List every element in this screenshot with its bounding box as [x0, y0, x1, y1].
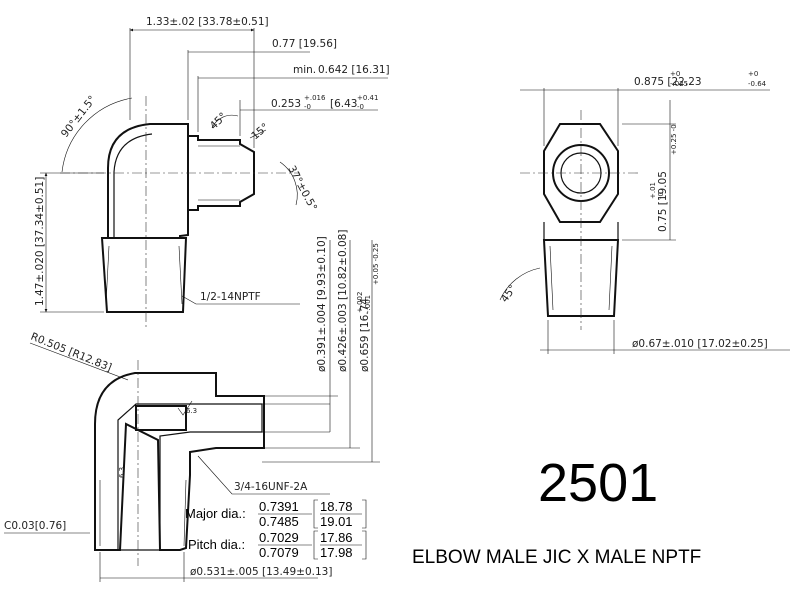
pipe-thread-label: 1/2-14NPTF	[200, 291, 261, 303]
bracket	[313, 530, 318, 560]
leader	[249, 129, 267, 139]
angle-arc	[279, 161, 298, 206]
flare-tol-mm: +0.05 -0.25	[372, 243, 380, 285]
bracket	[362, 530, 367, 560]
flare-tol-up: +.002	[356, 292, 364, 313]
nose-length-mm: [6.43	[330, 98, 357, 110]
nose-tol-up: +.016	[304, 94, 326, 102]
hex-tol-up: +0	[670, 70, 680, 78]
hex-mm-up: +0	[748, 70, 758, 78]
part-number: 2501	[538, 453, 658, 513]
relief-dia-dim: ø0.426±.003 [10.82±0.08]	[337, 230, 349, 372]
roughness-symbol	[177, 400, 193, 416]
leader	[29, 342, 129, 381]
thread-line	[608, 245, 613, 311]
hex-view: 0.875 [22.23 +0 -.025 +0 -0.64 0.75 [19.…	[499, 70, 790, 354]
radius-dim: R0.505 [R12.83]	[29, 331, 113, 374]
hex-size-dim: 0.875 [22.23	[634, 76, 702, 88]
flare-length-dim: 0.77 [19.56]	[272, 38, 337, 50]
major-in-min: 0.7485	[259, 514, 299, 529]
npt-pipe-outline	[100, 237, 188, 313]
major-in-max: 0.7391	[259, 499, 299, 514]
angle-arc	[61, 97, 133, 173]
thread-table: Major dia.: 0.7391 0.7485 18.78 19.01 Pi…	[185, 499, 367, 560]
elbow-body-outline	[107, 123, 189, 239]
pitch-mm-min: 17.98	[320, 545, 353, 560]
min-label: min.	[293, 64, 316, 76]
nose-tol-down: -0	[304, 103, 311, 111]
chamfer-15-dim: 15°	[249, 121, 271, 142]
overall-width-dim: 1.33±.02 [33.78±0.51]	[146, 16, 269, 28]
elbow-inner-line	[113, 133, 153, 238]
pitch-in-min: 0.7079	[259, 545, 299, 560]
bracket	[362, 499, 367, 529]
hexh-tol-down: -0	[657, 192, 665, 199]
hexh-tol-mm: +0.25 -0	[670, 124, 678, 155]
bore-dia-dim: ø0.391±.004 [9.93±0.10]	[316, 236, 328, 372]
thread-line	[549, 245, 554, 311]
hex-mm-down: -0.64	[748, 80, 767, 88]
roughness-2: 6.3	[118, 467, 126, 478]
jic-thread-label: 3/4-16UNF-2A	[234, 481, 308, 493]
major-mm-max: 18.78	[320, 499, 353, 514]
flare-tol-down: -.001	[364, 295, 372, 313]
flare-dia-dim: ø0.659 [16.74	[359, 298, 371, 372]
angle-37-dim: 37°±0.5°	[285, 164, 319, 213]
angle-45-dim: 45°	[208, 110, 230, 132]
major-mm-min: 19.01	[320, 514, 353, 529]
hex-outline	[543, 123, 619, 223]
leader	[197, 455, 330, 495]
side-view: 1.33±.02 [33.78±0.51] 0.77 [19.56] min. …	[34, 16, 390, 330]
bend-angle-dim: 90°±1.5°	[59, 94, 99, 140]
bottom-dia-dim: ø0.531±.005 [13.49±0.13]	[190, 566, 332, 578]
pipe-dia-dim: ø0.67±.010 [17.02±0.25]	[632, 338, 768, 350]
nose-length-dim: 0.253	[271, 98, 301, 110]
side-angle-dim: 45°	[499, 283, 520, 305]
part-title: ELBOW MALE JIC X MALE NPTF	[412, 547, 701, 568]
hex-tol-down: -.025	[670, 80, 688, 88]
roughness-1: 6.3	[186, 407, 197, 415]
hexh-tol-up: +.01	[649, 182, 657, 199]
bracket	[313, 499, 318, 529]
leader	[181, 295, 300, 305]
section-outline	[94, 372, 265, 551]
nose-mm-down: -0	[357, 103, 364, 111]
angle-arc	[499, 267, 541, 301]
hex-pipe-outline	[542, 239, 620, 317]
chamfer-dim: C0.03[0.76]	[4, 520, 66, 532]
overall-height-dim: 1.47±.020 [37.34±0.51]	[34, 177, 46, 306]
angle-arc	[211, 114, 239, 129]
pipe-thread-right	[178, 245, 183, 305]
hex-height-dim: 0.75 [19.05	[657, 171, 669, 232]
min-length-dim: 0.642 [16.31]	[318, 64, 390, 76]
pitch-dia-label: Pitch dia.:	[188, 537, 245, 552]
thread-line	[183, 479, 187, 547]
pipe-thread-left	[105, 245, 110, 305]
pitch-in-max: 0.7029	[259, 530, 299, 545]
pitch-mm-max: 17.86	[320, 530, 353, 545]
nose-mm-up: +0.41	[357, 94, 378, 102]
major-dia-label: Major dia.:	[185, 506, 246, 521]
